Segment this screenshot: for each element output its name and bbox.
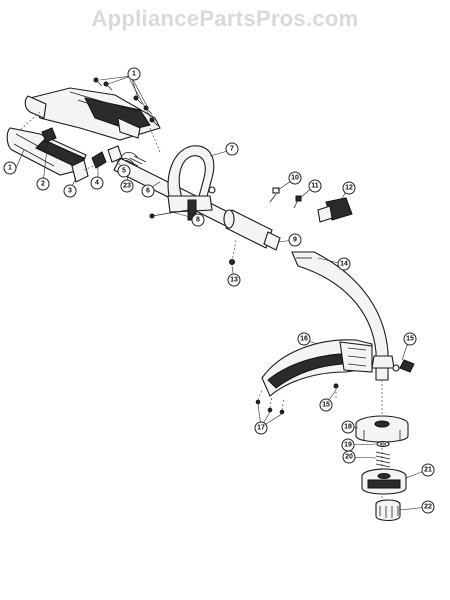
- grass-guard: [255, 339, 373, 415]
- callout-label: 12: [345, 185, 353, 192]
- callout-c20: 20: [342, 450, 356, 464]
- callout-c22: 22: [421, 500, 435, 514]
- trimmer-head-assembly: [355, 380, 409, 522]
- callout-label: 8: [196, 217, 200, 224]
- callout-label: 10: [291, 175, 299, 182]
- callout-c18: 18: [341, 420, 355, 434]
- callout-c13: 13: [227, 273, 241, 287]
- callout-c15b: 15: [319, 398, 333, 412]
- callout-c16: 16: [297, 332, 311, 346]
- callout-label: 2: [41, 181, 45, 188]
- callout-c14: 14: [337, 257, 351, 271]
- d-handle: [149, 145, 216, 221]
- callout-c10: 10: [288, 171, 302, 185]
- hardware-10-11-12: [269, 187, 353, 223]
- callout-c6: 6: [141, 184, 155, 198]
- callout-label: 15: [322, 402, 330, 409]
- switch-parts: [41, 127, 123, 183]
- callout-label: 23: [123, 183, 131, 190]
- callout-label: 18: [344, 424, 352, 431]
- callout-label: 3: [68, 188, 72, 195]
- callout-c9: 9: [288, 233, 302, 247]
- callout-c19: 19: [341, 438, 355, 452]
- coupler: [223, 209, 281, 265]
- callout-label: 21: [424, 467, 432, 474]
- callout-label: 20: [345, 454, 353, 461]
- callout-label: 5: [122, 168, 126, 175]
- callout-c21: 21: [421, 463, 435, 477]
- callout-label: 9: [293, 237, 297, 244]
- callout-label: 15: [406, 336, 414, 343]
- leader-lines: [15, 75, 429, 511]
- callout-c5: 5: [117, 164, 131, 178]
- callout-c4: 4: [90, 176, 104, 190]
- callout-c8: 8: [191, 213, 205, 227]
- callout-label: 11: [311, 183, 319, 190]
- callout-c11: 11: [308, 179, 322, 193]
- callout-c17: 17: [254, 421, 268, 435]
- rear-handle-housing: [19, 77, 161, 153]
- callout-label: 19: [344, 442, 352, 449]
- callout-c12: 12: [342, 181, 356, 195]
- callout-c2: 2: [36, 177, 50, 191]
- callout-label: 17: [257, 425, 265, 432]
- callout-c15a: 15: [403, 332, 417, 346]
- callout-c23: 23: [120, 179, 134, 193]
- callout-label: 7: [230, 146, 234, 153]
- callout-label: 14: [340, 261, 348, 268]
- watermark: AppliancePartsPros.com: [91, 6, 359, 31]
- callout-label: 1: [8, 165, 12, 172]
- callout-label: 4: [95, 180, 99, 187]
- callout-label: 22: [424, 504, 432, 511]
- callout-label: 1: [132, 71, 136, 78]
- callout-label: 16: [300, 336, 308, 343]
- callout-c1b: 1: [3, 161, 17, 175]
- callout-label: 6: [146, 188, 150, 195]
- callout-c7: 7: [225, 142, 239, 156]
- guard-fasteners: [333, 359, 415, 398]
- callout-c1a: 1: [127, 67, 141, 81]
- callout-label: 13: [230, 277, 238, 284]
- callout-c3: 3: [63, 184, 77, 198]
